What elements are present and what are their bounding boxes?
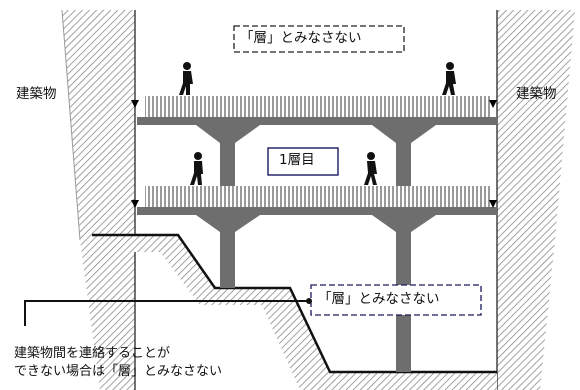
building-left-label: 建築物 <box>16 86 57 102</box>
right-building <box>497 10 575 390</box>
person-icon <box>190 152 203 185</box>
person-icon <box>442 62 456 95</box>
person-icon <box>179 62 193 95</box>
note-line-1: 建築物間を連絡することが <box>14 346 171 361</box>
note-line-2: できない場合は「層」とみなさない <box>14 364 223 379</box>
top-not-floor-label: 「層」とみなさない <box>240 30 362 46</box>
person-icon <box>364 152 377 185</box>
ground-slope <box>92 235 497 390</box>
note-text: 建築物間を連絡することが できない場合は「層」とみなさない <box>14 345 222 381</box>
lower-bridge-railing <box>145 186 490 208</box>
lower-not-floor-label: 「層」とみなさない <box>318 291 440 307</box>
left-building <box>62 10 135 390</box>
building-right-label: 建築物 <box>516 86 557 102</box>
column-right <box>396 123 411 372</box>
upper-bridge-railing <box>145 96 490 118</box>
leader-line <box>24 300 309 326</box>
first-floor-label: 1層目 <box>279 152 315 168</box>
